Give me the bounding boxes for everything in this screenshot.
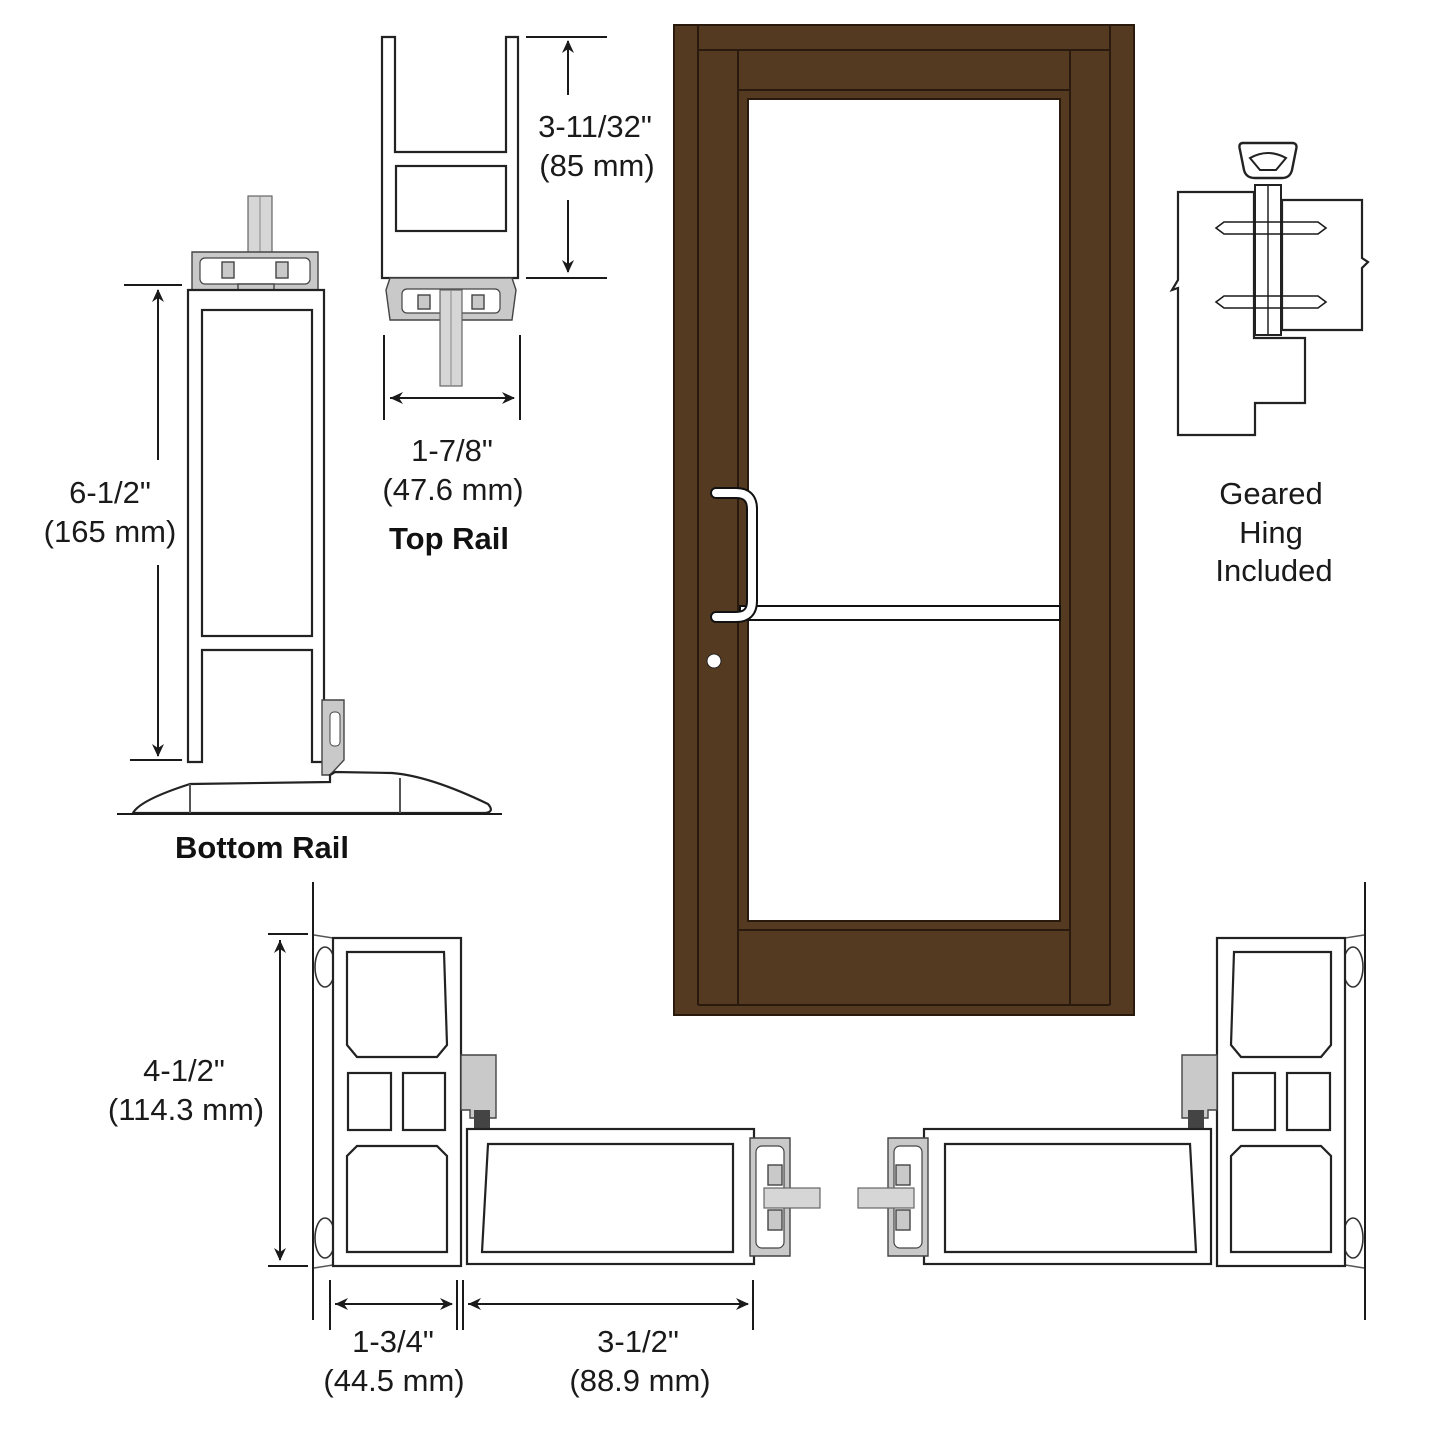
hinge-label-line2: Hing <box>1239 515 1303 550</box>
top-rail-height-in: 3-11/32" <box>538 109 652 144</box>
glass-panel <box>747 98 1061 922</box>
right-jamb-section <box>857 882 1366 1320</box>
top-rail-width-in: 1-7/8" <box>411 433 493 468</box>
frame-width-in: 1-3/4" <box>352 1324 434 1359</box>
top-rail-caption: Top Rail <box>389 521 509 556</box>
bottom-rail-height-mm: (165 mm) <box>44 514 177 549</box>
lock-cylinder <box>706 653 722 669</box>
frame-width-mm: (44.5 mm) <box>323 1363 464 1398</box>
geared-hinge-detail: Geared Hing Included <box>1169 141 1370 588</box>
hinge-label-line3: Included <box>1215 553 1332 588</box>
stile-width-in: 3-1/2" <box>597 1324 679 1359</box>
hinge-label-line1: Geared <box>1219 476 1322 511</box>
bottom-rail-section: 6-1/2" (165 mm) Bottom Rail <box>44 195 502 865</box>
top-rail-height-mm: (85 mm) <box>539 148 654 183</box>
bottom-rail-caption: Bottom Rail <box>175 830 349 865</box>
top-rail-width-mm: (47.6 mm) <box>382 472 523 507</box>
left-jamb-section: 4-1/2" (114.3 mm) 1-3/4" (44.5 mm) 3-1/2… <box>108 882 821 1398</box>
bottom-rail-height-in: 6-1/2" <box>69 475 151 510</box>
top-rail-section: 3-11/32" (85 mm) 1-7/8" (47.6 mm) Top Ra… <box>380 35 655 556</box>
stile-width-mm: (88.9 mm) <box>569 1363 710 1398</box>
frame-depth-mm: (114.3 mm) <box>108 1092 264 1127</box>
push-bar <box>739 605 1061 621</box>
frame-depth-in: 4-1/2" <box>143 1053 225 1088</box>
door-elevation <box>673 24 1135 1016</box>
